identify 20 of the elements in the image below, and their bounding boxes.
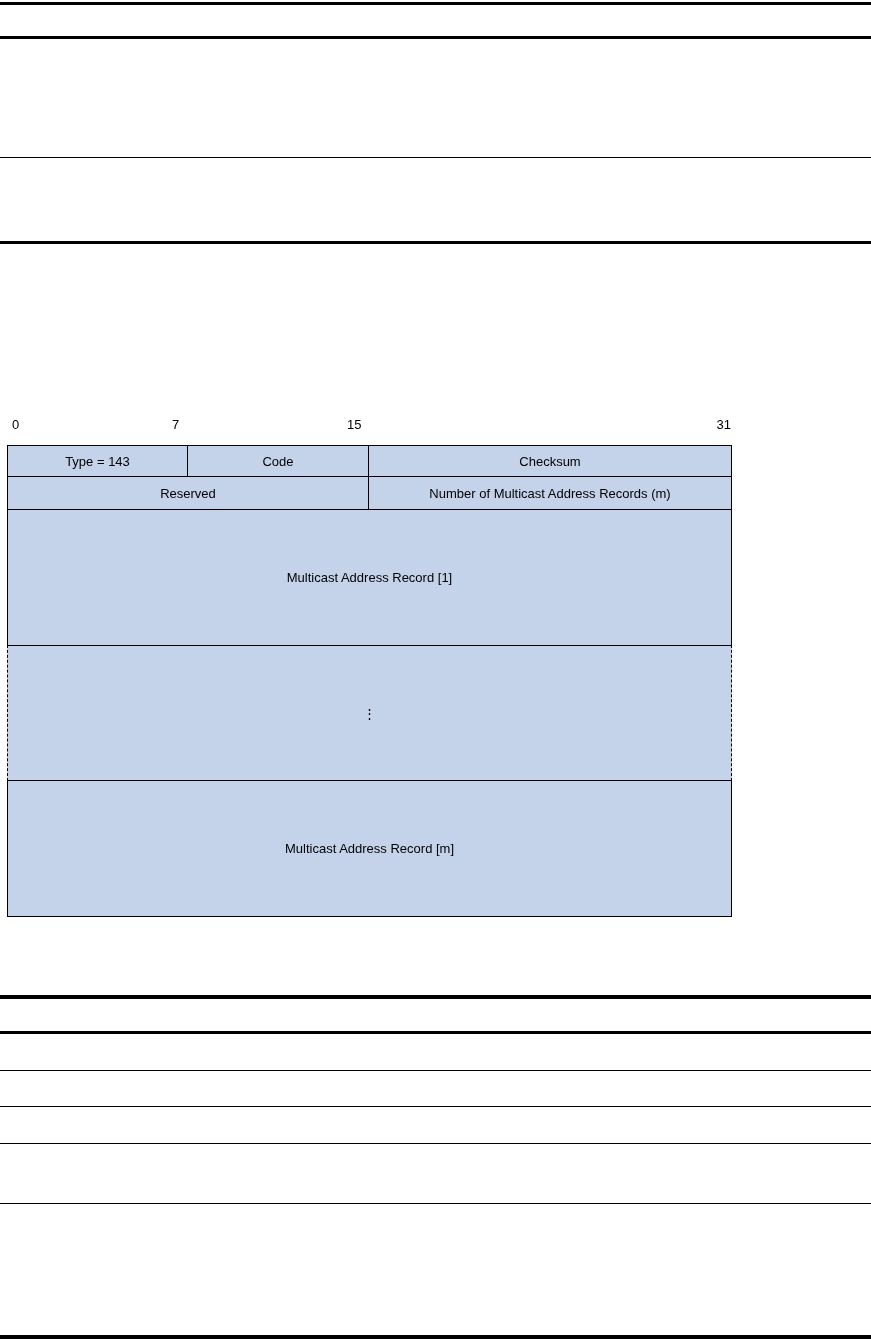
ellipsis: ⋮: [363, 705, 376, 721]
field-name: Code: [262, 453, 294, 469]
packet-field: [7, 476, 369, 510]
bit-number: 0: [12, 417, 20, 432]
field-name: Checksum: [519, 453, 581, 469]
bit-number: 15: [347, 417, 362, 432]
bit-number: 31: [716, 417, 731, 432]
packet-field: [368, 476, 732, 510]
packet-field: [7, 445, 188, 477]
packet-field: [7, 509, 732, 646]
packet-field: [187, 445, 369, 477]
bit-number: 7: [172, 417, 180, 432]
packet-field: [368, 445, 732, 477]
field-name: Multicast Address Record [m]: [284, 841, 455, 856]
packet-field: [7, 645, 732, 781]
packet-field: [7, 780, 732, 917]
field-name: Type = 143: [65, 453, 130, 469]
field-name: Multicast Address Record [1]: [286, 570, 453, 585]
field-name: Number of Multicast Address Records (m): [429, 485, 671, 501]
field-name: Reserved: [160, 485, 216, 501]
